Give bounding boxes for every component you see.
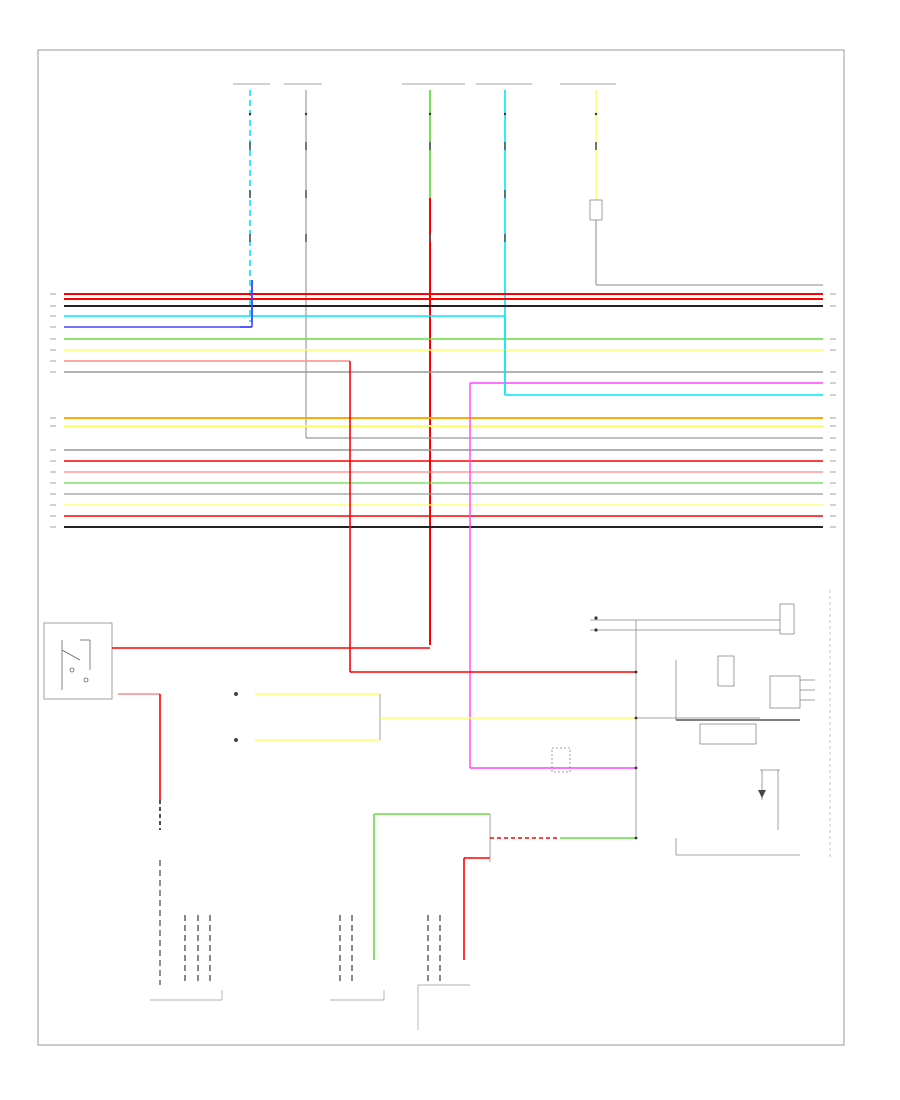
- right-components: [675, 603, 815, 856]
- left-module-wires: [112, 647, 430, 985]
- bottom-connectors: [184, 915, 441, 985]
- fuse-icon: [551, 747, 571, 773]
- diagram-border: [37, 49, 845, 1046]
- top-right-component: [589, 199, 603, 221]
- harness-ties: [240, 280, 506, 768]
- middle-connectors: [234, 692, 445, 742]
- vertical-marks: [249, 142, 597, 242]
- left-module: [43, 622, 113, 700]
- green-wire: [373, 813, 560, 960]
- connector-dots: [248, 112, 638, 840]
- bottom-outlines: [150, 984, 470, 1030]
- top-vertical-wires: [249, 90, 823, 645]
- harness-edge-marks: [50, 293, 836, 528]
- right-block-wires: [350, 619, 780, 839]
- harness-lines: [64, 293, 823, 528]
